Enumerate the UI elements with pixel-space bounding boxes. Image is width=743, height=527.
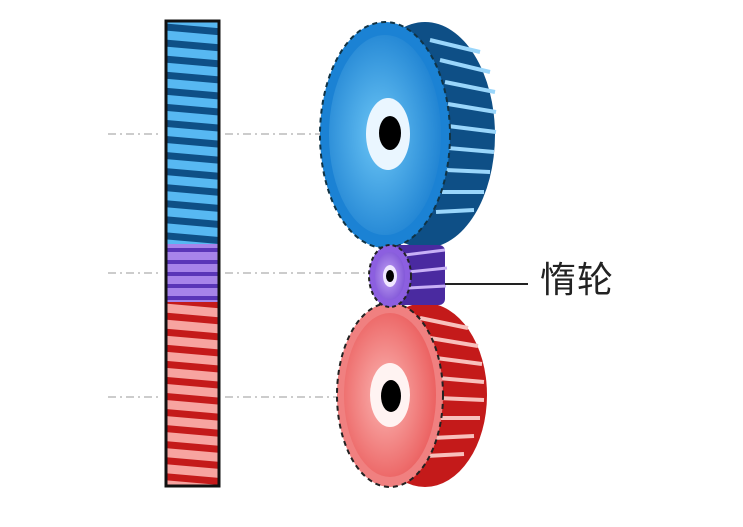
driver-gear-blue xyxy=(319,21,497,249)
side-view-bar xyxy=(164,19,221,488)
idler-gear-label: 惰轮 xyxy=(540,260,615,301)
driven-gear-red xyxy=(336,302,487,488)
label-leader-line xyxy=(445,283,528,285)
idler-gear-purple xyxy=(368,244,448,308)
